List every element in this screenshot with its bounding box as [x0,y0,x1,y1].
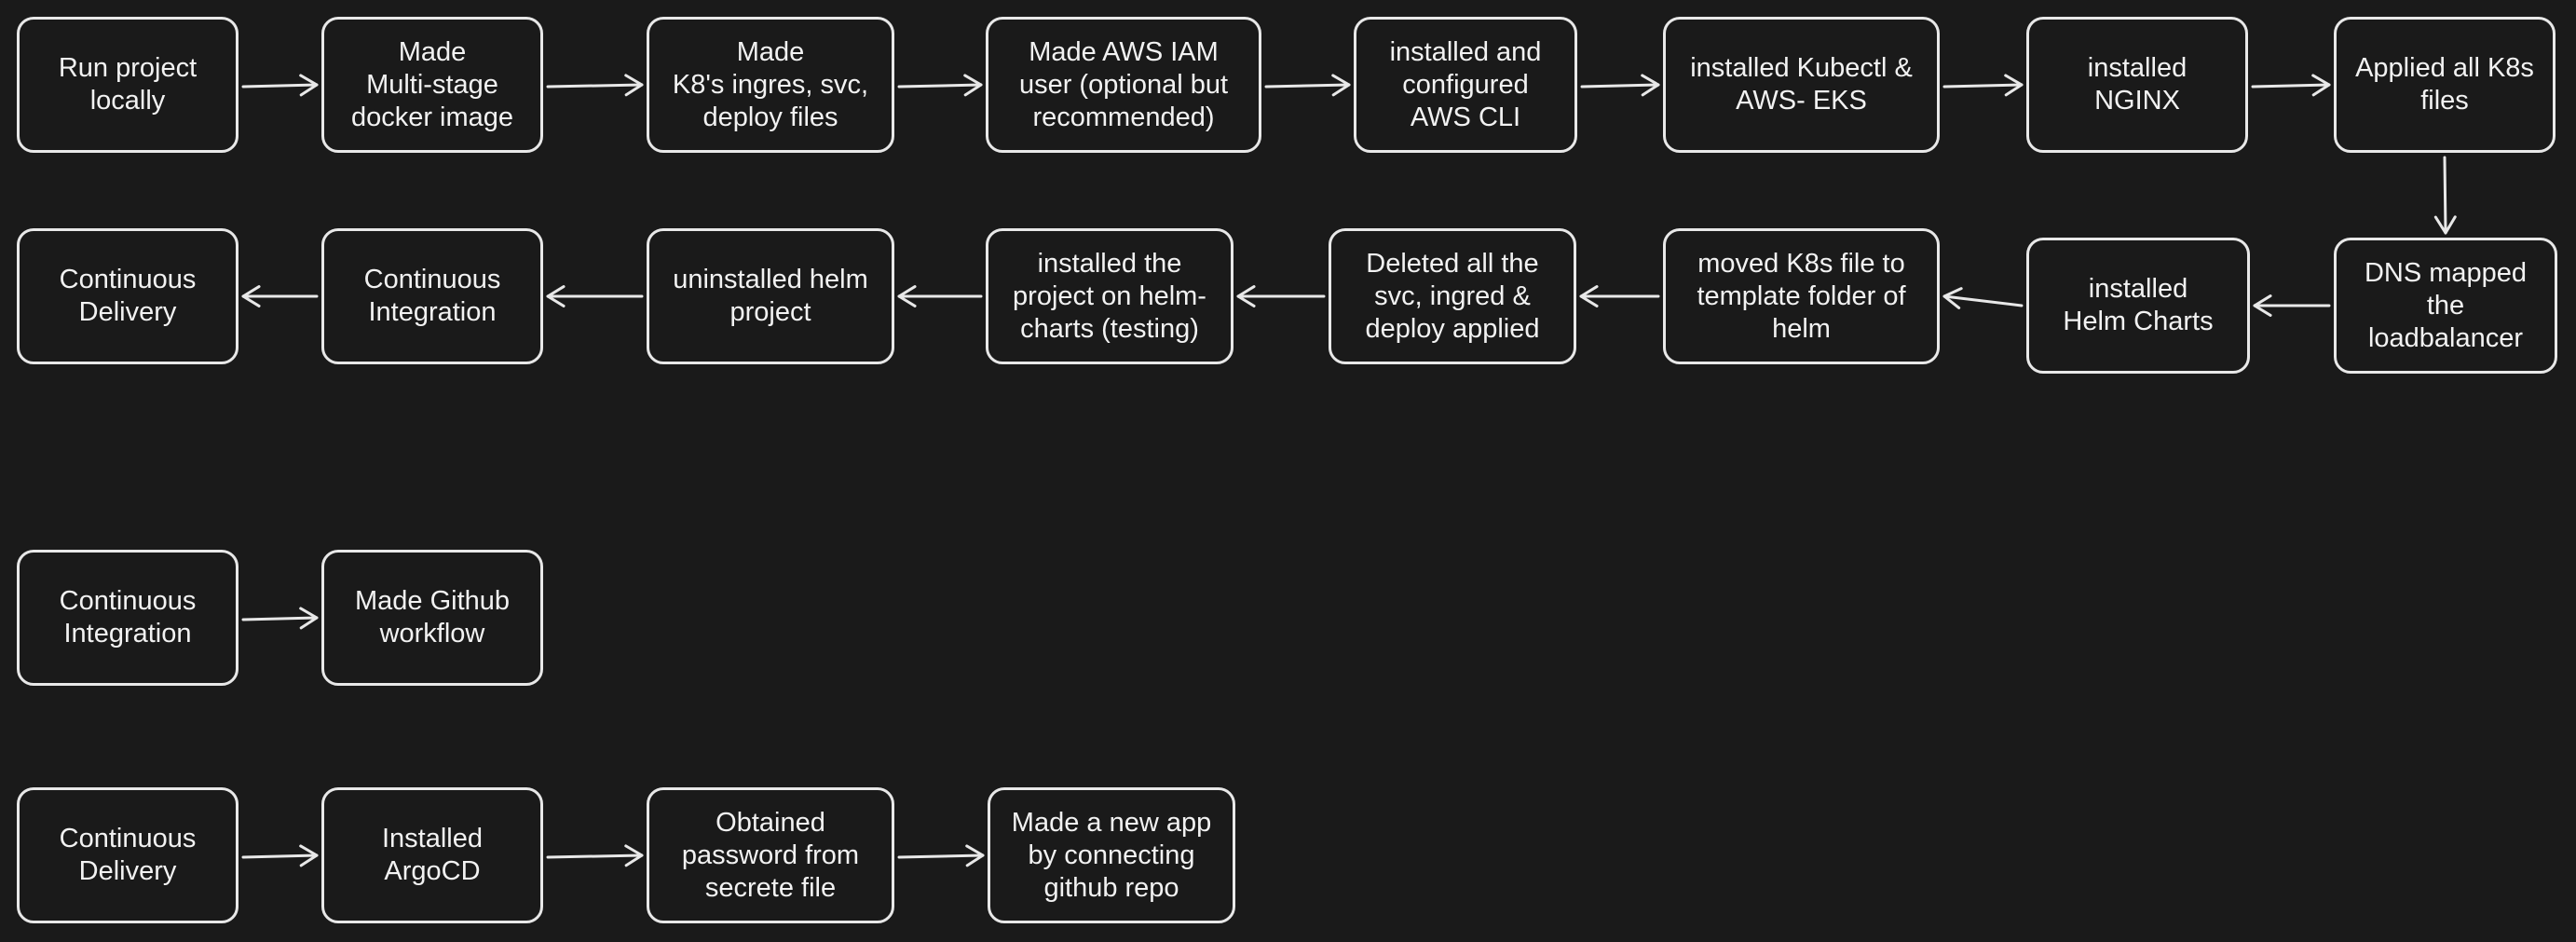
node-uninstalled-helm: uninstalled helm project [647,228,894,364]
arrow-ci-start-to-github-workflow [241,607,319,630]
node-github-workflow: Made Github workflow [321,550,543,686]
node-new-app: Made a new app by connecting github repo [988,787,1235,923]
node-ci-start: Continuous Integration [17,550,239,686]
node-aws-iam-user: Made AWS IAM user (optional but recommen… [986,17,1261,153]
arrow-nginx-to-applied-k8s-files [2251,74,2331,97]
arrow-uninstalled-helm-to-continuous-integration [546,285,644,307]
arrow-cd-start-to-argocd [241,844,319,867]
arrow-multi-stage-docker-image-to-k8s-files [546,74,644,97]
node-aws-cli: installed and configured AWS CLI [1354,17,1577,153]
arrow-applied-k8s-files-to-dns-mapped [2433,156,2457,235]
node-nginx: installed NGINX [2026,17,2248,153]
node-kubectl-eks: installed Kubectl & AWS- EKS [1663,17,1940,153]
arrow-moved-k8s-files-to-deleted-applied [1579,285,1660,307]
arrow-helm-charts-to-moved-k8s-files [1942,287,2024,309]
node-multi-stage-docker-image: Made Multi-stage docker image [321,17,543,153]
arrow-aws-iam-user-to-aws-cli [1264,74,1351,97]
node-moved-k8s-files: moved K8s file to template folder of hel… [1663,228,1940,364]
arrow-password-to-new-app [897,844,985,867]
arrow-aws-cli-to-kubectl-eks [1580,74,1660,97]
node-applied-k8s-files: Applied all K8s files [2334,17,2556,153]
node-cd-start: Continuous Delivery [17,787,239,923]
node-run-project-locally: Run project locally [17,17,239,153]
arrow-k8s-files-to-aws-iam-user [897,74,983,97]
arrow-kubectl-eks-to-nginx [1942,74,2024,97]
arrow-deleted-applied-to-installed-on-helm [1236,285,1326,307]
node-continuous-delivery: Continuous Delivery [17,228,239,364]
node-deleted-applied: Deleted all the svc, ingred & deploy app… [1329,228,1576,364]
node-argocd: Installed ArgoCD [321,787,543,923]
node-helm-charts: installed Helm Charts [2026,238,2250,374]
arrow-argocd-to-password [546,844,644,867]
node-password: Obtained password from secrete file [647,787,894,923]
node-dns-mapped: DNS mapped the loadbalancer [2334,238,2557,374]
arrow-installed-on-helm-to-uninstalled-helm [897,285,983,307]
arrow-continuous-integration-to-continuous-delivery [241,285,319,307]
arrow-run-project-locally-to-multi-stage-docker-image [241,74,319,97]
node-k8s-files: Made K8's ingres, svc, deploy files [647,17,894,153]
arrow-dns-mapped-to-helm-charts [2253,294,2331,317]
node-installed-on-helm: installed the project on helm- charts (t… [986,228,1233,364]
node-continuous-integration: Continuous Integration [321,228,543,364]
